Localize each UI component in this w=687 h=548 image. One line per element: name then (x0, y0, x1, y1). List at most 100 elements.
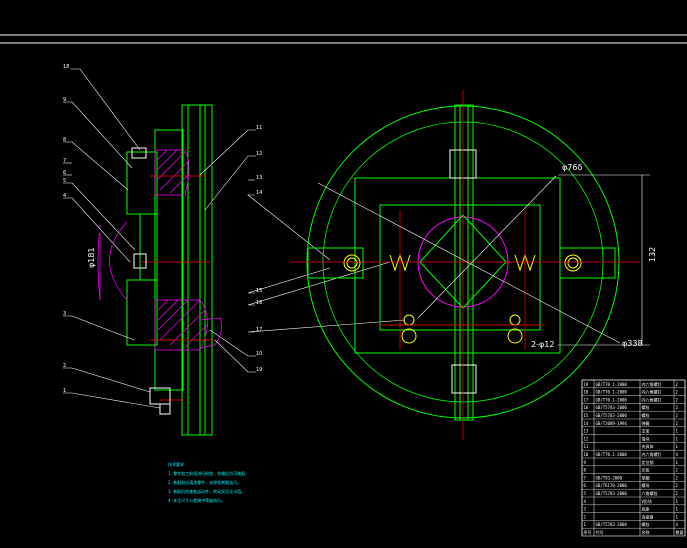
table-cell: 18 (584, 390, 589, 395)
table-cell: GB/T93-2000 (596, 475, 623, 480)
table-cell: 数量 (676, 529, 684, 535)
table-cell: 1 (676, 499, 679, 504)
table-cell: 16 (584, 405, 589, 410)
leader-lines (63, 68, 406, 409)
table-cell: 螺母 (642, 482, 650, 488)
dimension-height: 132 (648, 247, 657, 262)
table-cell: 名称 (642, 529, 650, 535)
table-cell: 2 (676, 382, 679, 387)
note-line: 3. 装配后检查各运动件，转动灵活无卡阻。 (168, 488, 245, 494)
plan-view (290, 90, 650, 440)
callout: 8 (63, 137, 66, 143)
dimension-outer: φ338 (622, 339, 643, 348)
callout: 2 (63, 363, 66, 369)
table-cell: 螺栓 (642, 412, 650, 418)
table-cell: 2 (676, 491, 679, 496)
table-cell: 1 (676, 429, 679, 434)
table-cell: GB/T2089-1994 (596, 421, 628, 426)
table-cell: 4 (676, 452, 679, 457)
table-cell: 5 (584, 491, 587, 496)
table-cell: 1 (676, 507, 679, 512)
table-cell: 2 (584, 514, 587, 519)
note-line: 1. 零件加工前须进行检验，合格后方可装配。 (168, 470, 249, 476)
table-cell: 垫圈 (642, 474, 650, 480)
table-cell: 螺栓 (642, 404, 650, 410)
table-cell: 1 (676, 460, 679, 465)
table-cell: 2 (676, 397, 679, 402)
note-line: 2. 装配前应清洗零件，去除毛刺和油污。 (168, 479, 241, 485)
table-cell: 1 (676, 436, 679, 441)
table-cell: 六角螺栓 (642, 490, 658, 496)
section-view (97, 104, 222, 436)
table-cell: 代号 (596, 529, 604, 535)
table-cell: 10 (584, 452, 589, 457)
technical-notes: 技术要求 1. 零件加工前须进行检验，合格后方可装配。 2. 装配前应清洗零件，… (168, 461, 249, 503)
table-cell: 8 (584, 468, 587, 473)
table-cell: GB/T6170-2000 (596, 483, 628, 488)
table-cell: 15 (584, 413, 589, 418)
callout: 5 (63, 178, 66, 184)
table-cell: 压板 (642, 467, 650, 473)
table-cell: 螺栓 (642, 521, 650, 527)
table-cell: 弹簧 (642, 420, 650, 426)
table-cell: 11 (584, 444, 589, 449)
table-cell: 2 (676, 413, 679, 418)
table-cell: 4 (584, 499, 587, 504)
dimension-top: φ76δ (562, 163, 582, 172)
callout: 15 (256, 288, 262, 294)
callout: 18 (63, 64, 69, 70)
table-cell: GB/T5783-2000 (596, 491, 628, 496)
table-cell: 4 (676, 522, 679, 527)
table-cell: GB/T70.1-2000 (596, 390, 628, 395)
table-cell: 3 (584, 507, 587, 512)
table-cell: 9 (584, 460, 587, 465)
callout: 6 (63, 170, 66, 176)
dimension-left: φ181 (87, 247, 96, 268)
table-cell: 19 (584, 382, 589, 387)
table-cell: 1 (584, 522, 587, 527)
callout: 1 (63, 388, 66, 394)
callout: 13 (256, 175, 262, 181)
table-cell: 底座 (642, 506, 650, 512)
table-cell: 内六角螺钉 (642, 396, 662, 402)
notes-title: 技术要求 (168, 461, 184, 467)
table-cell: 内六角螺钉 (642, 381, 662, 387)
table-cell: GB/T5783-2000 (596, 413, 628, 418)
table-cell: 2 (676, 475, 679, 480)
table-cell: GB/T70.1-2000 (596, 382, 628, 387)
table-cell: 夹具体 (642, 443, 654, 449)
table-cell: 14 (584, 421, 589, 426)
table-cell: 7 (584, 475, 587, 480)
table-cell: 内六角螺钉 (642, 389, 662, 395)
note-line: 4. 未注尺寸公差按中等级执行。 (168, 497, 225, 503)
table-cell: 12 (584, 436, 589, 441)
callout: 10 (256, 351, 262, 357)
table-cell: 2 (676, 421, 679, 426)
table-cell: GB/T5783-2000 (596, 405, 628, 410)
callout: 3 (63, 311, 66, 317)
table-cell: 内六角螺钉 (642, 451, 662, 457)
table-cell: 1 (676, 444, 679, 449)
table-cell: 2 (676, 468, 679, 473)
table-cell: 13 (584, 429, 589, 434)
callout: 11 (256, 125, 262, 131)
dimension-holes: 2-φ12 (531, 340, 554, 349)
table-cell: 滑块 (642, 435, 650, 441)
table-cell: GB/T5783-2000 (596, 522, 628, 527)
table-cell: 6 (584, 483, 587, 488)
callouts: 18 9 8 7 6 5 4 3 2 1 11 12 13 14 15 16 1… (63, 64, 262, 394)
callout: 14 (256, 190, 262, 196)
table-cell: 连接盘 (642, 513, 654, 519)
callout: 12 (256, 151, 262, 157)
table-cell: 2 (676, 390, 679, 395)
table-cell: GB/T70.1-2000 (596, 397, 628, 402)
table-cell: 1 (676, 514, 679, 519)
table-cell: GB/T70.1-2000 (596, 452, 628, 457)
table-cell: 定位销 (642, 459, 654, 465)
callout: 9 (63, 97, 66, 103)
callout: 17 (256, 327, 262, 333)
table-cell: 17 (584, 397, 589, 402)
